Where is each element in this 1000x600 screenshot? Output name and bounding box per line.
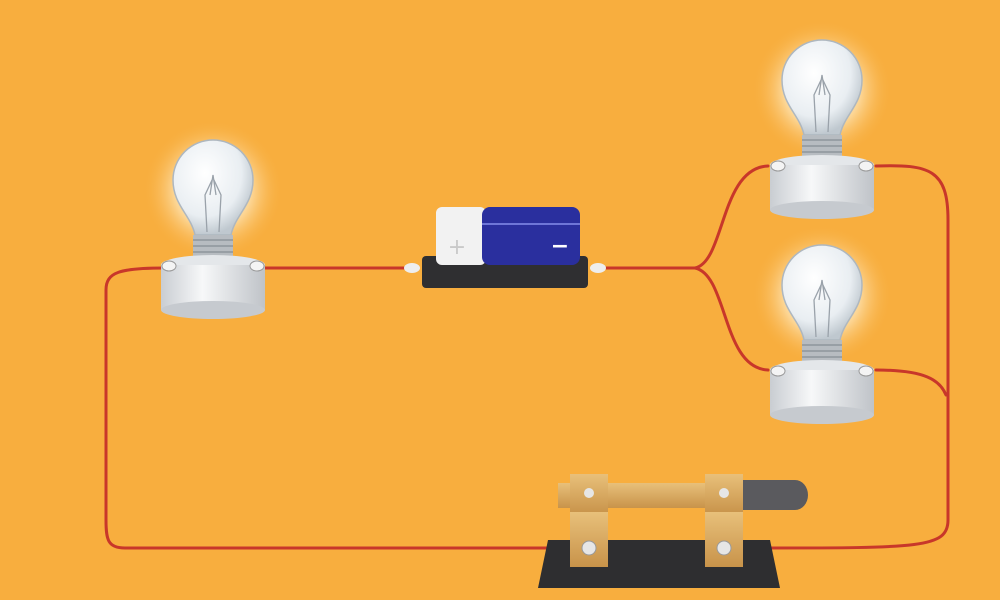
battery-negative-label: − bbox=[551, 234, 569, 259]
switch-handle[interactable] bbox=[742, 480, 808, 510]
wire-top-bulb-to-right-rail bbox=[758, 164, 950, 550]
right-top-bulb bbox=[751, 19, 893, 220]
wire-junction-to-lower-bulb bbox=[693, 266, 770, 372]
terminal-screw-icon bbox=[716, 540, 732, 556]
battery: + − bbox=[404, 207, 606, 288]
wire-switch-to-left-bulb bbox=[104, 266, 587, 550]
battery-positive-label: + bbox=[448, 235, 466, 260]
right-bottom-bulb bbox=[751, 224, 893, 425]
wires bbox=[104, 164, 950, 550]
screw-icon bbox=[719, 488, 729, 498]
knife-switch[interactable] bbox=[538, 474, 808, 588]
wire-lower-bulb-to-right-rail bbox=[874, 368, 948, 397]
left-bulb bbox=[142, 119, 284, 320]
screw-icon bbox=[584, 488, 594, 498]
wire-battery-to-junction bbox=[596, 164, 770, 270]
terminal-screw-icon bbox=[581, 540, 597, 556]
